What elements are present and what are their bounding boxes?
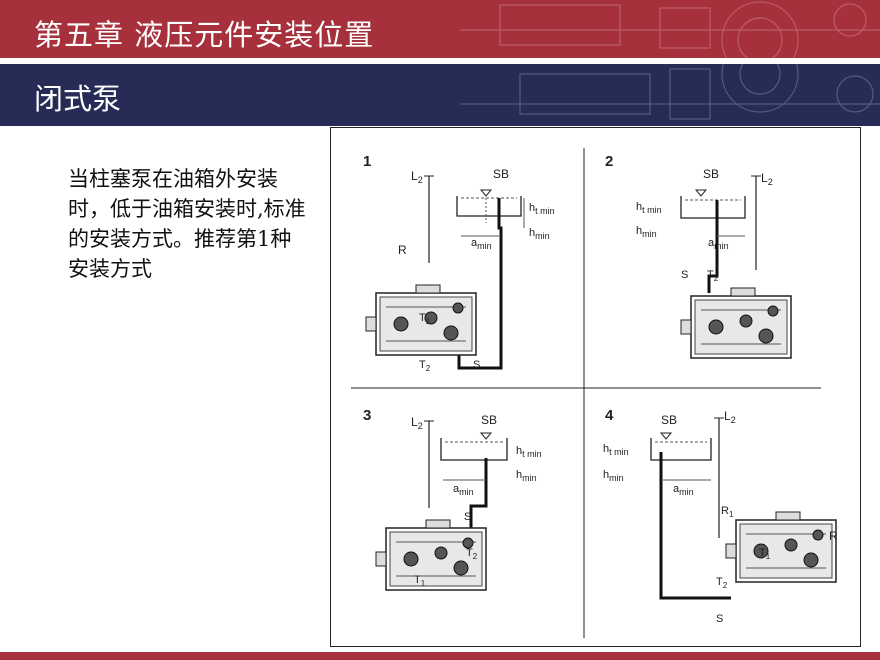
svg-text:R1: R1 — [721, 505, 734, 519]
description-text: 当柱塞泵在油箱外安装时，低于油箱安装时,标准的安装方式。推荐第1种安装方式 — [68, 167, 306, 281]
svg-text:S: S — [464, 511, 471, 523]
pump-installation-diagram: 1 L2 SB ht min hmin amin R T1 T2 S 2 SB … — [330, 127, 861, 647]
panel-number: 1 — [363, 153, 371, 170]
panel-number: 3 — [363, 407, 371, 424]
svg-text:L2: L2 — [761, 171, 773, 187]
header-separator — [0, 58, 880, 64]
svg-text:SB: SB — [493, 167, 509, 181]
svg-text:T2: T2 — [466, 547, 478, 561]
svg-text:hmin: hmin — [516, 469, 537, 483]
svg-text:ht min: ht min — [636, 201, 662, 215]
panel-number: 4 — [605, 407, 614, 424]
panel-2: 2 SB L2 ht min hmin amin S T2 — [605, 153, 792, 359]
svg-text:amin: amin — [453, 483, 474, 497]
machine-drawing-watermark — [460, 64, 880, 120]
svg-text:L2: L2 — [724, 409, 736, 425]
svg-text:L2: L2 — [411, 415, 423, 431]
svg-text:T2: T2 — [716, 576, 728, 590]
svg-text:T2: T2 — [419, 359, 431, 373]
panel-3: 3 L2 SB ht min hmin amin S T2 T1 — [363, 407, 542, 591]
svg-text:S: S — [716, 613, 723, 625]
svg-text:L2: L2 — [411, 169, 423, 185]
chapter-title: 第五章 液压元件安装位置 — [34, 18, 375, 52]
section-title: 闭式泵 — [34, 82, 122, 116]
svg-text:T1: T1 — [419, 312, 431, 326]
svg-text:amin: amin — [673, 483, 694, 497]
svg-text:ht min: ht min — [529, 202, 555, 216]
svg-text:ht min: ht min — [603, 443, 629, 457]
svg-text:T1: T1 — [414, 574, 426, 588]
panel-4: 4 SB L2 ht min hmin amin R1 R T1 T2 S — [603, 407, 838, 625]
svg-text:S: S — [681, 269, 688, 281]
svg-text:S: S — [473, 359, 480, 371]
machine-drawing-watermark — [460, 1, 880, 58]
footer-bar — [0, 652, 880, 660]
svg-text:SB: SB — [661, 413, 677, 427]
svg-text:SB: SB — [481, 413, 497, 427]
svg-text:hmin: hmin — [603, 469, 624, 483]
svg-text:SB: SB — [703, 167, 719, 181]
section-header: 闭式泵 — [0, 64, 880, 126]
svg-text:hmin: hmin — [636, 225, 657, 239]
svg-text:R: R — [829, 529, 838, 543]
svg-text:amin: amin — [708, 237, 729, 251]
chapter-header: 第五章 液压元件安装位置 — [0, 0, 880, 58]
svg-text:T1: T1 — [759, 547, 771, 561]
panel-1: 1 L2 SB ht min hmin amin R T1 T2 S — [363, 153, 555, 373]
svg-text:ht min: ht min — [516, 445, 542, 459]
svg-text:amin: amin — [471, 237, 492, 251]
panel-number: 2 — [605, 153, 613, 170]
svg-text:R: R — [398, 243, 407, 257]
svg-text:hmin: hmin — [529, 227, 550, 241]
svg-text:T2: T2 — [707, 269, 719, 283]
